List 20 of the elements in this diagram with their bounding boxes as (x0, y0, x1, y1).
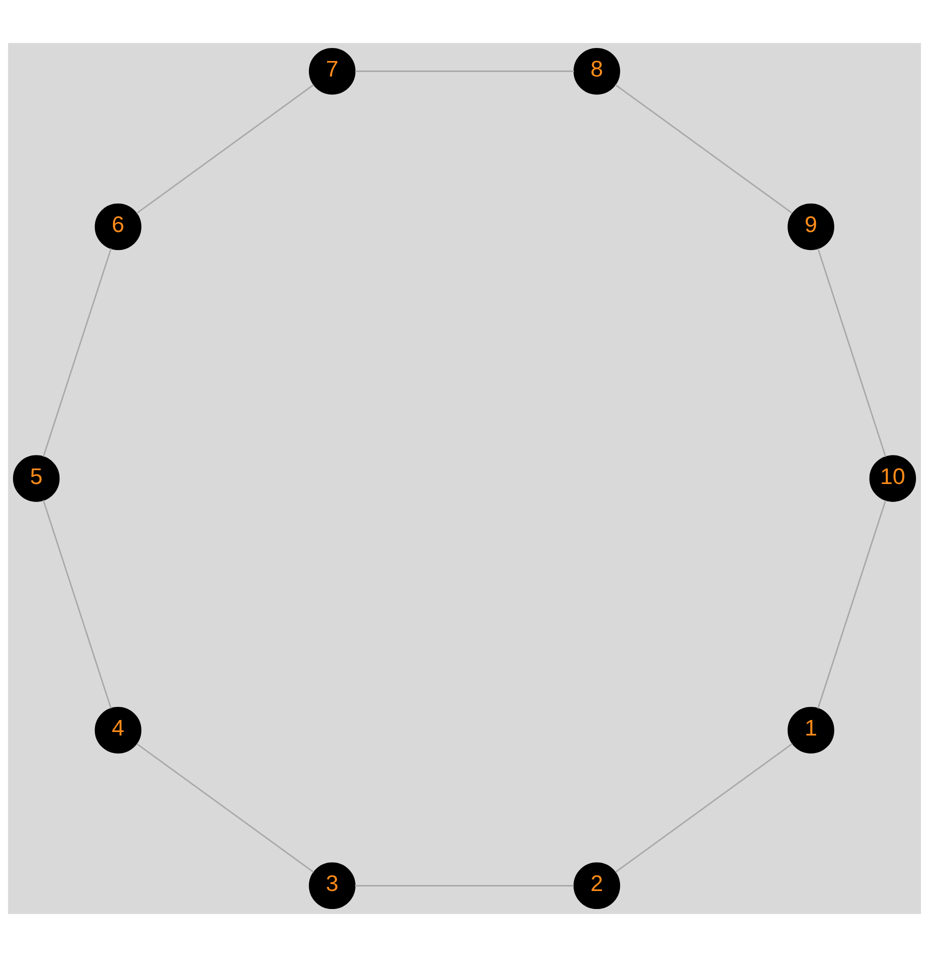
node-circle: 9 (788, 204, 834, 250)
connector (615, 743, 793, 873)
connector (817, 248, 886, 458)
node-circle: 2 (574, 862, 620, 910)
connector (615, 84, 793, 214)
node-circle: 6 (94, 204, 142, 250)
node-circle: 1 (788, 706, 834, 754)
node-circle: 4 (94, 706, 142, 754)
connector (42, 500, 112, 708)
connector (42, 248, 112, 457)
connector (136, 84, 314, 214)
node-circle: 7 (308, 48, 356, 95)
connector (817, 500, 886, 709)
connector (354, 885, 574, 886)
connector (136, 743, 314, 873)
connector (355, 70, 574, 72)
node-circle: 10 (869, 455, 916, 502)
node-circle: 8 (574, 48, 620, 95)
node-circle: 5 (12, 455, 60, 502)
node-circle: 3 (308, 862, 356, 910)
